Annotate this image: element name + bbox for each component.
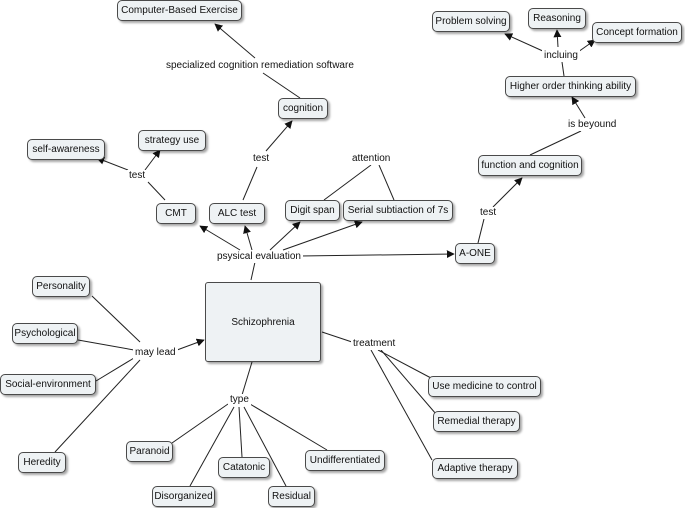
concept-a-one[interactable]: A-ONE — [455, 243, 495, 264]
link-test-to-cognition — [265, 120, 293, 152]
link-test-to-selfawareness — [96, 156, 129, 171]
link-schiz-to-treatment — [321, 331, 353, 343]
label-treatment: treatment — [351, 338, 398, 350]
link-including-to-problem — [504, 33, 546, 53]
label-test-cmt: test — [127, 170, 148, 182]
link-treatment-to-medicine — [377, 349, 432, 379]
concept-personality[interactable]: Personality — [32, 276, 90, 297]
concept-adaptive-therapy[interactable]: Adaptive therapy — [432, 458, 518, 479]
label-type: type — [228, 394, 251, 406]
link-cmt-to-test — [147, 181, 166, 201]
link-test-to-function — [492, 177, 523, 208]
label-test-alc: test — [251, 153, 272, 165]
concept-remedial-therapy[interactable]: Remedial therapy — [433, 411, 520, 432]
link-type-to-residual — [243, 406, 287, 487]
concept-alc-test[interactable]: ALC test — [209, 203, 265, 224]
concept-cmt[interactable]: CMT — [156, 203, 196, 224]
label-physical-evaluation: psysical evaluation — [215, 251, 303, 263]
link-phys-to-digit — [269, 221, 301, 251]
concept-psychological[interactable]: Psychological — [12, 323, 78, 344]
concept-paranoid[interactable]: Paranoid — [126, 441, 173, 462]
link-cognition-to-software — [262, 72, 301, 99]
concept-cognition[interactable]: cognition — [278, 98, 328, 119]
label-remediation-software: specialized cognition remediation softwa… — [164, 60, 356, 72]
link-type-to-paranoid — [171, 403, 229, 444]
concept-function-and-cognition[interactable]: function and cognition — [478, 155, 582, 176]
link-higher-to-including — [561, 61, 565, 77]
link-including-to-reasoning — [553, 29, 562, 48]
link-psychological-to-maylead — [77, 339, 135, 351]
link-type-to-catatonic — [238, 406, 243, 458]
concept-serial-subtraction[interactable]: Serial subtiaction of 7s — [343, 200, 453, 221]
label-may-lead: may lead — [133, 347, 178, 359]
link-treatment-to-remedial — [380, 349, 437, 415]
link-aone-to-test — [477, 218, 485, 244]
concept-strategy-use[interactable]: strategy use — [138, 130, 206, 151]
label-attention: attention — [350, 153, 393, 165]
concept-residual[interactable]: Residual — [268, 486, 315, 507]
concept-digit-span[interactable]: Digit span — [285, 200, 340, 221]
link-alc-to-test — [242, 166, 258, 201]
link-treatment-to-adaptive — [370, 349, 433, 461]
link-heredity-to-maylead — [54, 359, 141, 453]
link-phys-to-cmt — [199, 225, 241, 251]
link-phys-to-alc — [243, 225, 253, 251]
concept-self-awareness[interactable]: self-awareness — [27, 139, 105, 160]
link-beyond-to-higher — [571, 96, 586, 119]
label-including: incluing — [542, 50, 580, 62]
concept-concept-formation[interactable]: Concept formation — [592, 22, 682, 43]
link-maylead-to-schiz — [176, 338, 205, 351]
link-personality-to-maylead — [91, 295, 141, 343]
label-is-beyond: is beyound — [566, 119, 619, 131]
link-attention-to-serial — [378, 164, 395, 201]
link-software-to-exercise — [214, 23, 256, 59]
link-attention-to-digitspan — [323, 164, 372, 201]
link-schiz-to-phys — [250, 261, 256, 281]
concept-heredity[interactable]: Heredity — [18, 452, 66, 473]
link-type-to-disorganized — [189, 406, 235, 487]
concept-computer-based-exercise[interactable]: Computer-Based Exercise — [117, 0, 242, 21]
link-test-to-strategy — [144, 149, 161, 171]
concept-use-medicine[interactable]: Use medicine to control — [428, 376, 541, 397]
concept-reasoning[interactable]: Reasoning — [528, 8, 586, 29]
concept-disorganized[interactable]: Disorganized — [152, 486, 215, 507]
link-type-to-undiff — [249, 403, 328, 451]
link-social-to-maylead — [95, 357, 135, 382]
concept-problem-solving[interactable]: Problem solving — [432, 11, 510, 32]
link-phys-to-aone — [299, 250, 455, 259]
concept-catatonic[interactable]: Catatonic — [218, 457, 270, 478]
concept-social-environment[interactable]: Social-environment — [0, 374, 96, 395]
link-phys-to-serial — [282, 220, 363, 251]
concept-schizophrenia[interactable]: Schizophrenia — [205, 282, 321, 362]
concept-undifferentiated[interactable]: Undifferentiated — [305, 450, 385, 471]
link-schiz-to-type — [241, 361, 253, 396]
label-test-aone: test — [478, 207, 499, 219]
concept-higher-order-thinking[interactable]: Higher order thinking ability — [505, 76, 636, 97]
link-function-to-beyond — [529, 130, 582, 156]
link-including-to-concept — [577, 39, 596, 53]
